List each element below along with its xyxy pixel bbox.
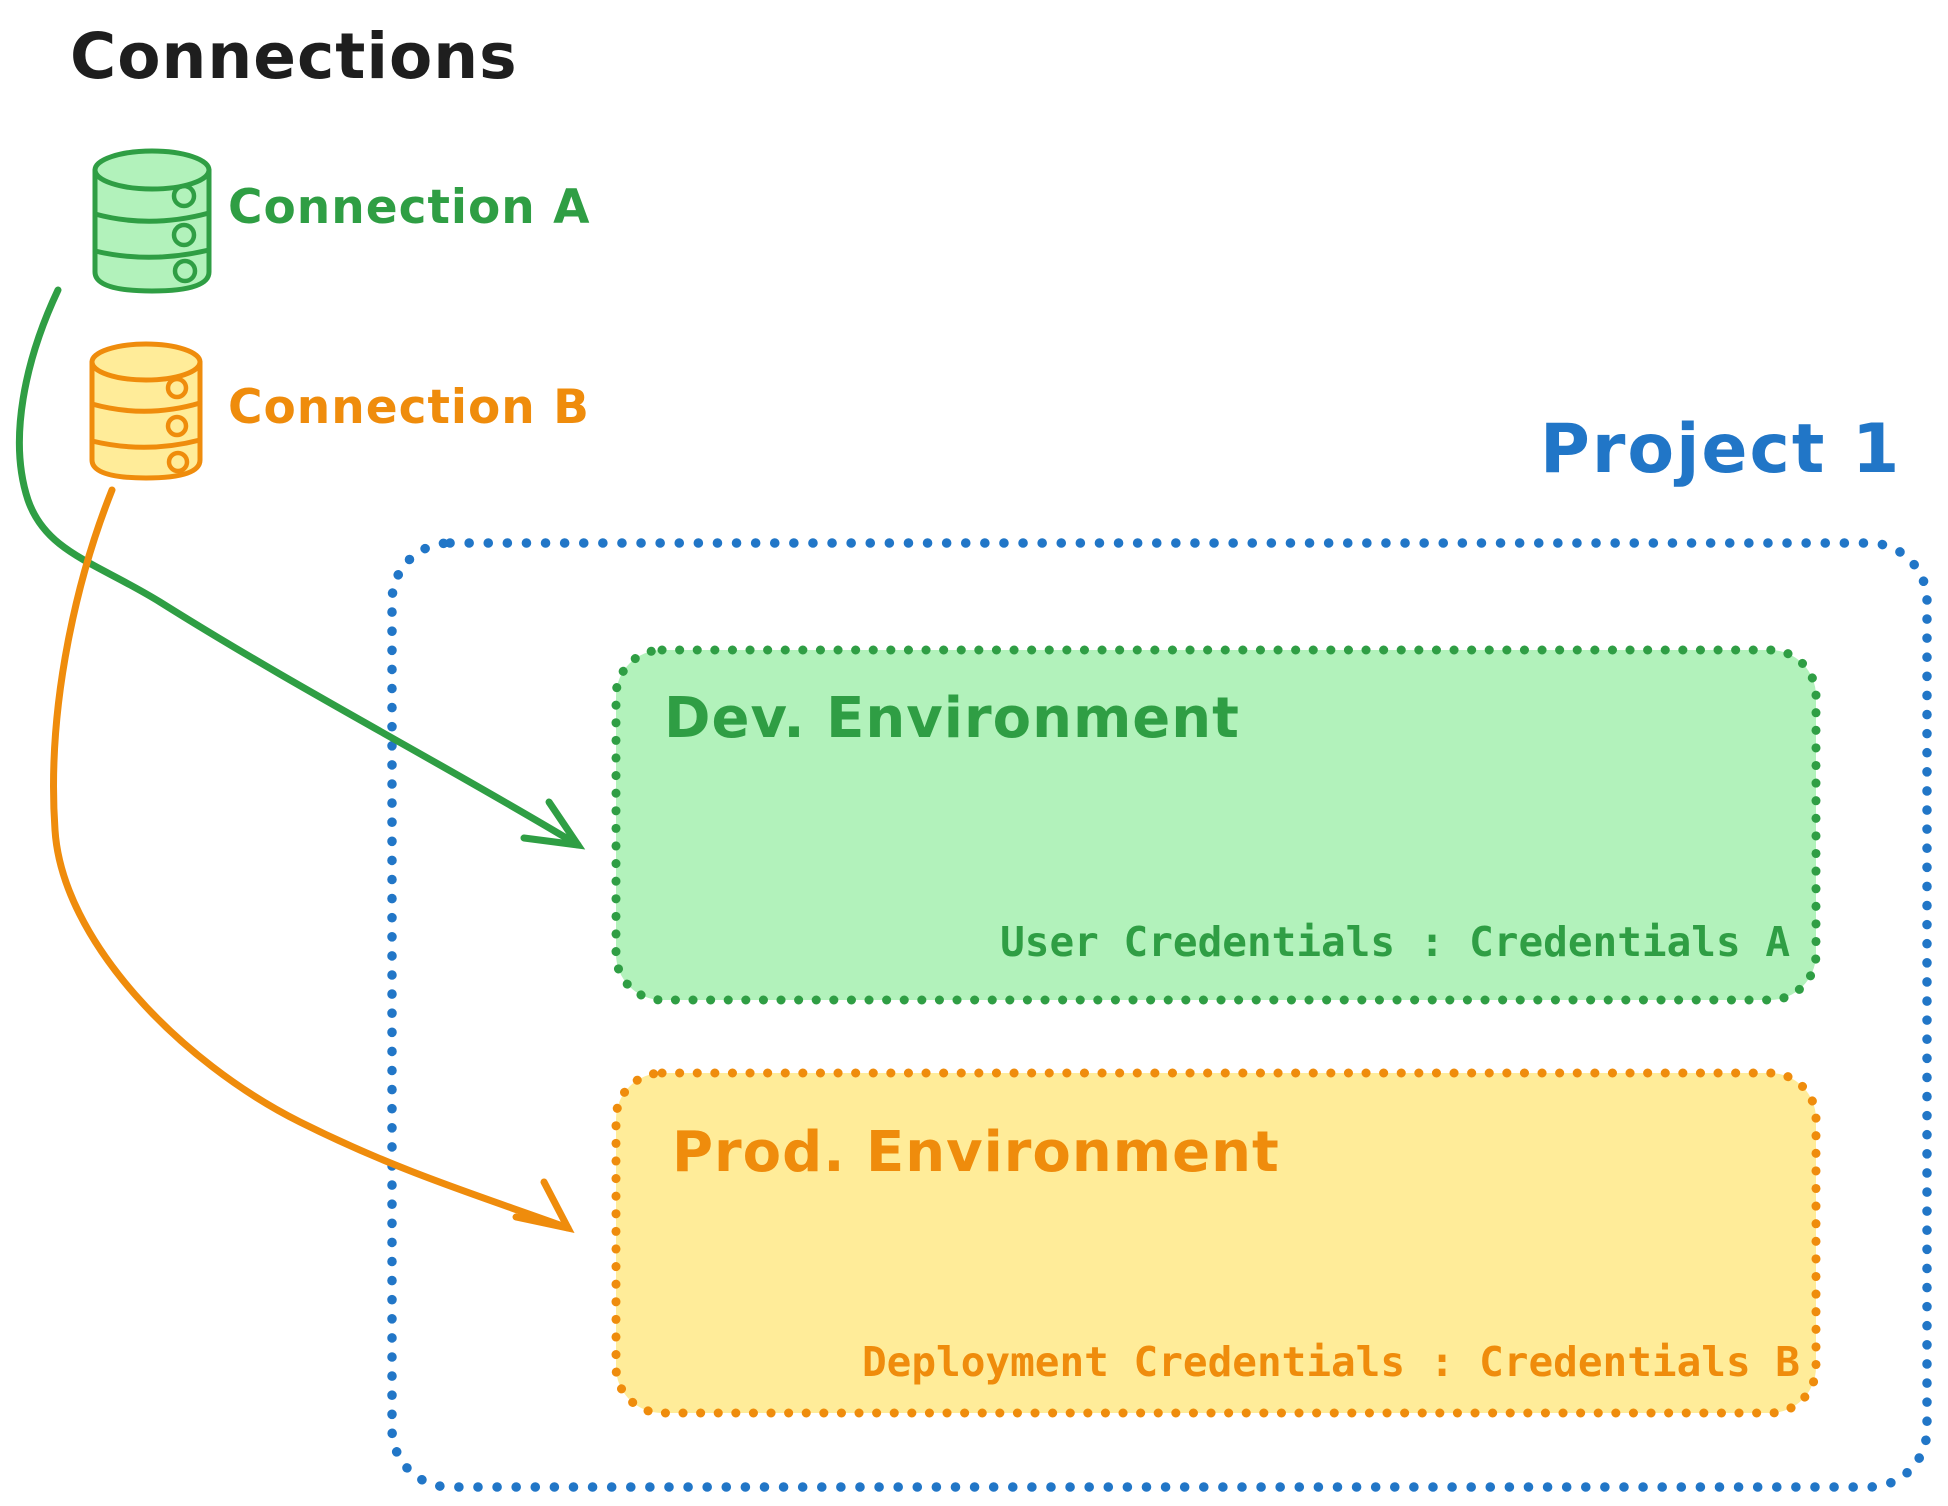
project-label: Project 1 [1540, 410, 1902, 489]
dev-environment-title: Dev. Environment [664, 686, 1240, 751]
connection-a-arrow [15, 286, 586, 850]
connection-a-database-icon [92, 148, 212, 294]
connection-b-arrow [50, 486, 575, 1233]
prod-environment-box [611, 1068, 1821, 1418]
connection-a-label: Connection A [228, 180, 591, 235]
connection-b-database-icon [89, 341, 203, 481]
dev-environment-box [611, 645, 1821, 1005]
project-box-border [387, 538, 1932, 1492]
connection-b-label: Connection B [228, 380, 590, 435]
prod-environment-credentials: Deployment Credentials : Credentials B [862, 1338, 1800, 1386]
connections-heading: Connections [70, 20, 518, 93]
prod-environment-title: Prod. Environment [672, 1120, 1280, 1185]
dev-environment-credentials: User Credentials : Credentials A [1000, 918, 1790, 966]
